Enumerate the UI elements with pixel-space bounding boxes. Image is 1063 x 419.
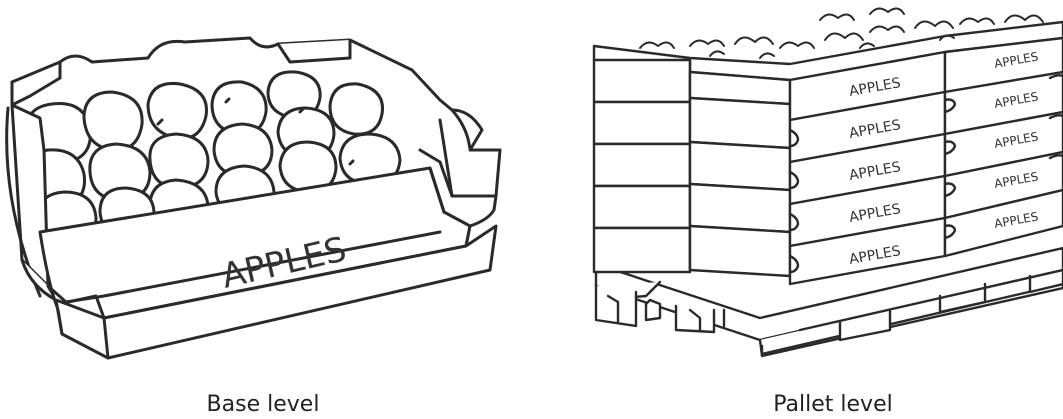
pallet-level-caption: Pallet level bbox=[773, 392, 893, 417]
pallet-stack-illustration: APPLESAPPLESAPPLESAPPLESAPPLESAPPLESAPPL… bbox=[592, 7, 1063, 358]
crate-stack-labeled-faces bbox=[788, 36, 1063, 286]
wooden-pallet bbox=[594, 246, 1063, 358]
apple-crate-illustration: APPLES bbox=[5, 36, 502, 360]
crate-stack-middle bbox=[688, 70, 792, 278]
crate-stack-left-faces bbox=[592, 58, 692, 274]
top-apples bbox=[639, 7, 1044, 59]
base-level-caption: Base level bbox=[206, 392, 320, 417]
